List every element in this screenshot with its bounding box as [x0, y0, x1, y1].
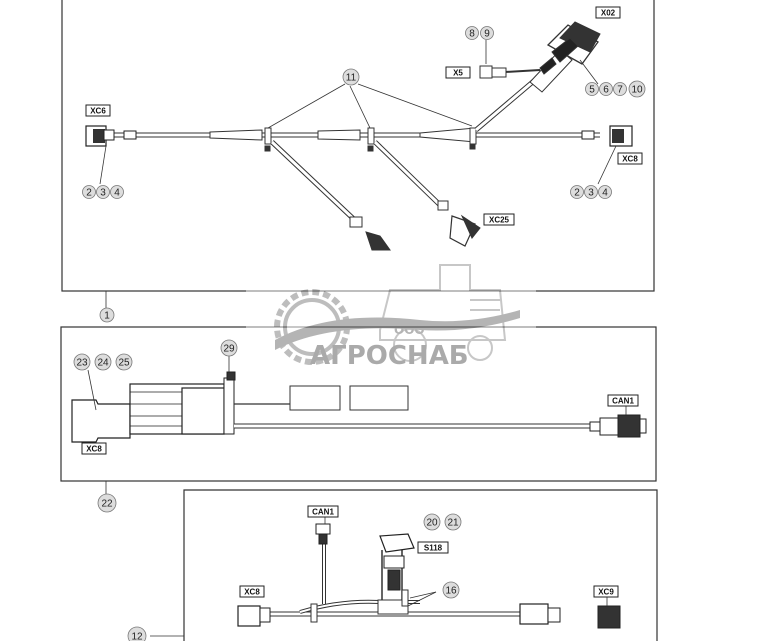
- panel-3-number: 12: [127, 626, 147, 641]
- svg-text:6: 6: [603, 85, 609, 96]
- leader-lines-panel-3: [150, 517, 608, 637]
- svg-text:8: 8: [469, 29, 475, 40]
- label-x02: X02: [595, 6, 621, 19]
- callout-23-24-25: 23 24 25: [73, 353, 133, 371]
- callout-2-3-4-left: 2 3 4: [82, 185, 124, 199]
- label-xc8-panel2: XC8: [81, 442, 107, 455]
- label-x5: X5: [445, 66, 471, 79]
- svg-text:25: 25: [118, 358, 130, 369]
- callout-11: 11: [342, 68, 360, 86]
- branch-lower-right: [373, 140, 481, 247]
- svg-text:2: 2: [574, 188, 580, 199]
- label-xc8-panel1: XC8: [617, 152, 643, 165]
- branch-x02: [474, 21, 601, 132]
- panel-2-number: 22: [97, 493, 117, 513]
- panel-1-number: 1: [99, 307, 115, 323]
- callout-5-6-7-10: 5 6 7 10: [585, 80, 646, 98]
- svg-text:23: 23: [76, 358, 88, 369]
- svg-text:29: 29: [223, 344, 235, 355]
- svg-text:АГРОСНАБ: АГРОСНАБ: [310, 341, 469, 371]
- svg-text:3: 3: [100, 188, 106, 199]
- svg-text:2: 2: [86, 188, 92, 199]
- svg-text:10: 10: [631, 85, 643, 96]
- label-can1-panel2: CAN1: [607, 394, 639, 407]
- cable-to-can1: [234, 385, 590, 429]
- branch-lower-left: [270, 140, 391, 251]
- svg-text:5: 5: [589, 85, 595, 96]
- svg-text:7: 7: [617, 85, 623, 96]
- svg-text:22: 22: [101, 499, 113, 510]
- label-can1-panel3: CAN1: [307, 505, 339, 518]
- can1-plug: [589, 414, 647, 438]
- callout-2-3-4-right: 2 3 4: [570, 185, 612, 199]
- svg-text:XC9: XC9: [598, 588, 614, 597]
- svg-text:X02: X02: [601, 9, 616, 18]
- svg-text:XC25: XC25: [489, 216, 510, 225]
- harvester-icon: [379, 264, 507, 362]
- svg-text:XC8: XC8: [86, 445, 102, 454]
- svg-text:12: 12: [131, 632, 143, 641]
- panel-3-frame: [183, 489, 658, 641]
- svg-text:9: 9: [484, 29, 490, 40]
- xc8-connector-panel2: [71, 371, 236, 443]
- svg-text:4: 4: [602, 188, 608, 199]
- svg-text:16: 16: [445, 586, 457, 597]
- label-s118: S118: [417, 541, 449, 554]
- main-harness-trunk: [112, 127, 600, 152]
- xc8-connector-panel3: [237, 605, 271, 627]
- callout-29: 29: [220, 339, 238, 357]
- svg-text:XC8: XC8: [622, 155, 638, 164]
- svg-text:XC8: XC8: [244, 588, 260, 597]
- leader-lines-panel-1: [99, 40, 617, 310]
- panel-1: XC6 X02 X5 XC8 XC25 8 9 11: [61, 0, 655, 323]
- svg-text:24: 24: [97, 358, 109, 369]
- can1-connector-panel3: [315, 523, 331, 545]
- svg-text:S118: S118: [424, 544, 443, 553]
- svg-text:1: 1: [104, 311, 110, 322]
- xc9-connector-panel3: [519, 603, 621, 629]
- svg-text:3: 3: [588, 188, 594, 199]
- connector-xc8-right: [581, 125, 633, 147]
- panel-1-frame: [61, 0, 655, 292]
- callout-16: 16: [442, 581, 460, 599]
- svg-text:CAN1: CAN1: [612, 397, 634, 406]
- label-xc8-panel3: XC8: [239, 585, 265, 598]
- harness-panel3: [262, 540, 520, 623]
- svg-text:X5: X5: [453, 69, 463, 78]
- s118-switch: [379, 533, 415, 591]
- callout-8-9: 8 9: [465, 26, 494, 40]
- svg-text:CAN1: CAN1: [312, 508, 334, 517]
- panel-3: CAN1 S118 XC8 XC9 20 21 16 12: [127, 489, 658, 641]
- svg-text:20: 20: [426, 518, 438, 529]
- svg-text:XC6: XC6: [90, 107, 106, 116]
- svg-text:4: 4: [114, 188, 120, 199]
- svg-text:21: 21: [447, 518, 459, 529]
- leader-lines-panel-2: [87, 355, 627, 496]
- svg-text:11: 11: [346, 73, 357, 84]
- svg-text:ООО: ООО: [394, 323, 425, 337]
- connector-xc6: [85, 125, 137, 147]
- label-xc9-panel3: XC9: [593, 585, 619, 598]
- watermark-logo: ООО АГРОСНАБ: [246, 255, 536, 385]
- label-xc25: XC25: [483, 213, 515, 226]
- label-xc6: XC6: [85, 104, 111, 117]
- panel-2: 23 24 25 29 XC8 CAN1 22: [60, 326, 657, 513]
- callout-20-21: 20 21: [423, 513, 462, 531]
